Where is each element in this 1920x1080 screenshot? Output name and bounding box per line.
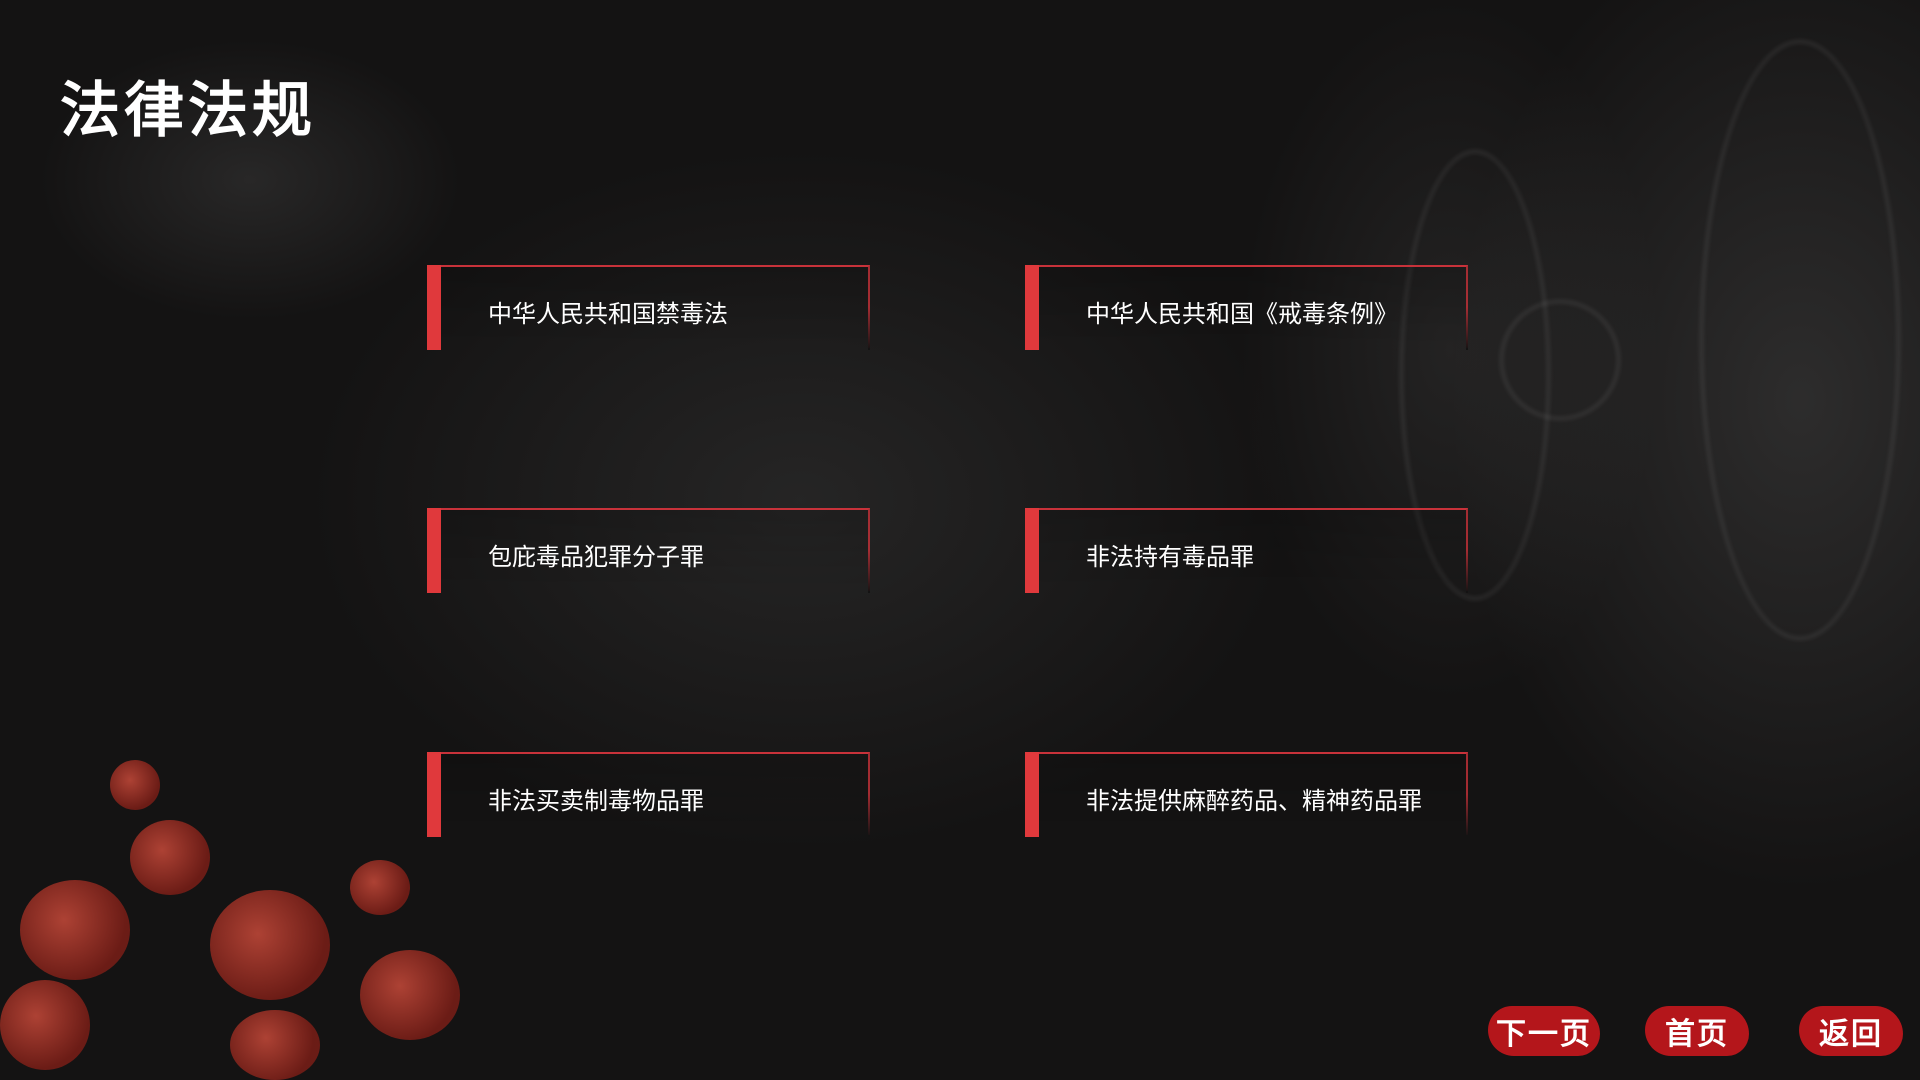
accent-bar [427,265,441,350]
law-card-illegal-supply-narcotics[interactable]: 非法提供麻醉药品、精神药品罪 [1025,752,1468,837]
law-card-illegal-possession[interactable]: 非法持有毒品罪 [1025,508,1468,593]
next-page-button[interactable]: 下一页 [1488,1006,1600,1056]
accent-bar [427,752,441,837]
card-label: 非法持有毒品罪 [1086,543,1254,571]
law-card-illegal-trading-precursors[interactable]: 非法买卖制毒物品罪 [427,752,870,837]
home-button[interactable]: 首页 [1645,1006,1749,1056]
accent-bar [427,508,441,593]
law-card-harboring-drug-criminals[interactable]: 包庇毒品犯罪分子罪 [427,508,870,593]
card-label: 非法买卖制毒物品罪 [488,787,704,815]
accent-bar [1025,265,1039,350]
card-label: 中华人民共和国《戒毒条例》 [1086,300,1398,328]
law-card-drug-rehab-regulation[interactable]: 中华人民共和国《戒毒条例》 [1025,265,1468,350]
accent-bar [1025,508,1039,593]
back-button[interactable]: 返回 [1799,1006,1903,1056]
card-label: 中华人民共和国禁毒法 [488,300,728,328]
card-label: 包庇毒品犯罪分子罪 [488,543,704,571]
page-title: 法律法规 [60,76,316,146]
law-card-anti-drug-law[interactable]: 中华人民共和国禁毒法 [427,265,870,350]
accent-bar [1025,752,1039,837]
card-label: 非法提供麻醉药品、精神药品罪 [1086,787,1422,815]
